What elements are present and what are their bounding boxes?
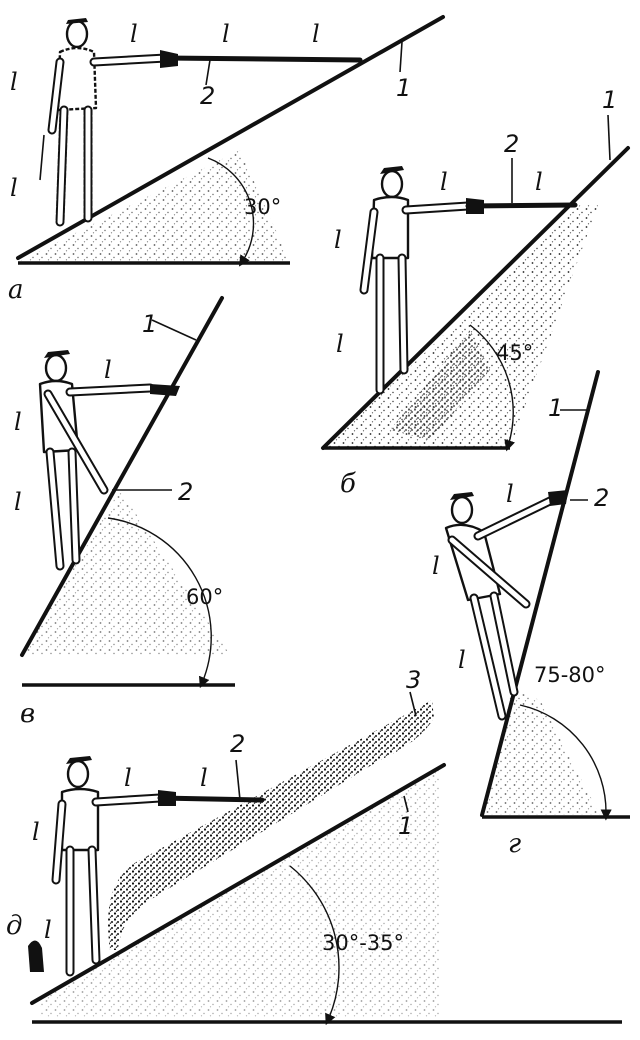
length-label: l (334, 226, 342, 254)
slope-shading (482, 690, 600, 815)
slope-shading (40, 768, 440, 1018)
callout-leader (403, 795, 409, 813)
panel-letter: д (6, 911, 22, 941)
tool-handle (465, 202, 578, 209)
length-label: l (14, 408, 22, 436)
callout-number: 2 (230, 730, 245, 758)
slope-shading-dense (390, 330, 490, 440)
length-label: l (506, 480, 514, 508)
slope-shading (18, 150, 290, 262)
worker-figure (444, 492, 557, 721)
length-label: l (200, 764, 208, 792)
callout-leader (607, 114, 611, 161)
length-label: l (32, 818, 40, 846)
panel-letter: г (508, 829, 521, 859)
soil-clump (28, 940, 44, 972)
angle-arc (519, 704, 612, 821)
panel-g: 75-80° г 1 2 l l l (432, 370, 630, 859)
callout-leader (409, 691, 417, 717)
length-label: l (458, 646, 466, 674)
soil-layer (108, 700, 434, 950)
angle-label: 60° (186, 585, 223, 609)
slope-shading (22, 490, 230, 655)
worker-figure (38, 350, 155, 571)
angle-label: 30°-35° (322, 931, 404, 955)
callout-number: 1 (548, 394, 563, 422)
angle-label: 45° (496, 341, 533, 365)
length-label: l (14, 488, 22, 516)
worker-figure (39, 18, 171, 227)
callout-leader (399, 41, 403, 73)
length-label: l (336, 330, 344, 358)
tool-head (150, 384, 180, 396)
callout-number: 2 (200, 82, 215, 110)
length-label: l (312, 20, 320, 48)
slope-line (480, 370, 600, 817)
panel-letter: б (340, 469, 356, 499)
tool-head (548, 490, 568, 506)
angle-arc (289, 865, 340, 1026)
callout-number: 1 (142, 310, 157, 338)
length-label: l (10, 68, 18, 96)
tool-head (466, 198, 484, 214)
angle-label: 30° (244, 195, 281, 219)
callout-number: 3 (406, 666, 421, 694)
angle-arc (469, 324, 516, 452)
length-label: l (440, 168, 448, 196)
length-label: l (104, 356, 112, 384)
callout-number: 1 (602, 86, 617, 114)
length-label: l (222, 20, 230, 48)
tool-head (158, 790, 176, 806)
panel-d: 30°-35° д 2 3 1 l l l l (6, 666, 622, 1026)
length-label: l (432, 552, 440, 580)
tool-head (160, 50, 178, 68)
callout-number: 2 (178, 478, 193, 506)
length-label: l (124, 764, 132, 792)
slope-line (20, 296, 224, 657)
panel-v: 60° в 1 2 l l l (14, 296, 235, 729)
panel-letter: а (8, 275, 24, 305)
callout-leader (205, 59, 211, 86)
length-label: l (10, 174, 18, 202)
panel-b: 45° б 2 1 l l l l (321, 86, 630, 499)
length-label: l (535, 168, 543, 196)
panel-letter: в (20, 699, 35, 729)
worker-figure (359, 166, 473, 395)
length-label: l (130, 20, 138, 48)
panel-a: 30° а 2 1 l l l l l (8, 15, 445, 305)
slope-line (321, 146, 630, 450)
angle-arc (207, 157, 255, 267)
callout-number: 1 (398, 812, 413, 840)
tool-handle (157, 795, 265, 803)
angle-arc (107, 517, 212, 689)
callout-number: 1 (396, 74, 411, 102)
worker-figure (51, 756, 165, 977)
callout-number: 2 (594, 484, 609, 512)
slope-line (30, 763, 446, 1005)
callout-leader (235, 759, 241, 801)
callout-number: 2 (504, 130, 519, 158)
callout-leader (151, 319, 197, 341)
angle-label: 75-80° (534, 663, 606, 687)
slope-shading (325, 205, 598, 448)
tool-handle (162, 55, 363, 63)
length-label: l (44, 916, 52, 944)
